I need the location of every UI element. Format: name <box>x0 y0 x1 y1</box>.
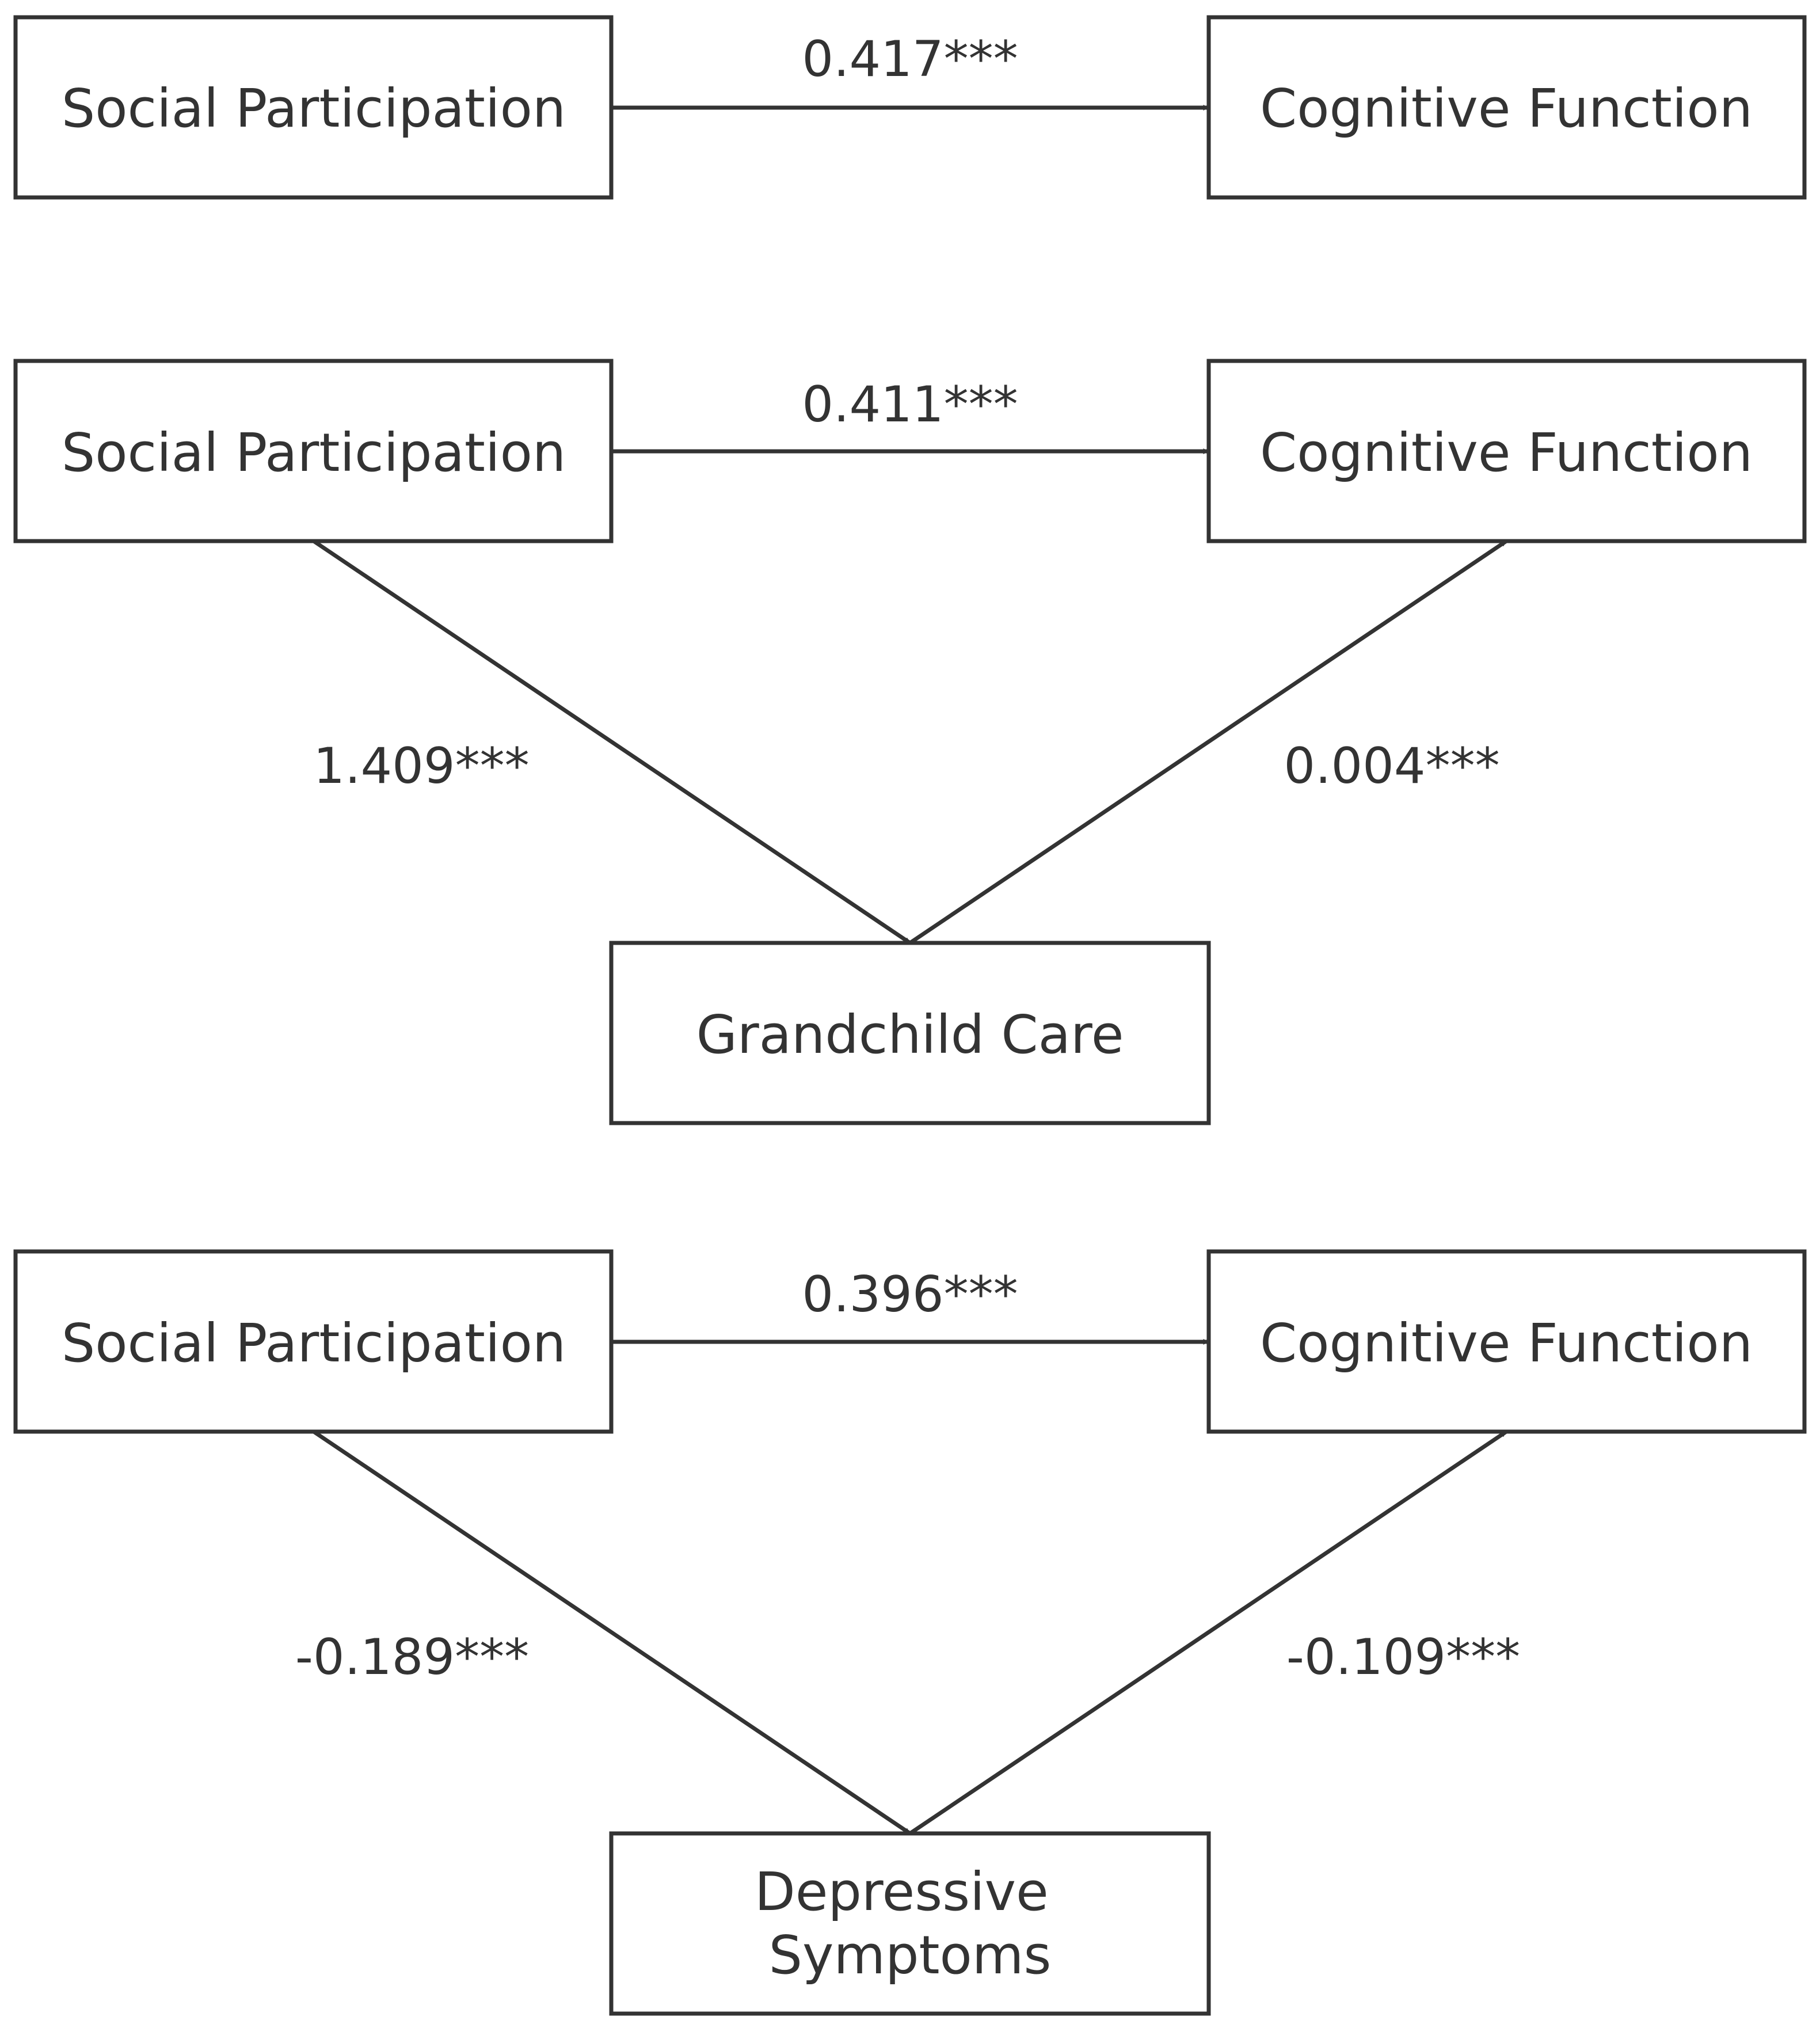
panel-2-grandchild-care-mediation: 0.411*** 1.409*** 0.004*** Social Partic… <box>13 359 1807 1125</box>
panel-2-grandchild-care-box: Grandchild Care <box>609 941 1211 1125</box>
panel-1-cognitive-function-box: Cognitive Function <box>1206 15 1807 200</box>
panel-2-social-participation-box: Social Participation <box>13 359 614 543</box>
panel-3-depressive-symptoms-label: Depressive Symptoms <box>755 1861 1065 1986</box>
panel-3-mediator-to-target-arrow <box>909 1430 1507 1835</box>
panel-2-mediator-to-target-arrow <box>909 539 1507 945</box>
panel-2-social-participation-label: Social Participation <box>62 422 566 484</box>
panel-3-cognitive-function-label: Cognitive Function <box>1260 1312 1753 1374</box>
panel-3-social-participation-label: Social Participation <box>62 1312 566 1374</box>
panel-2-cognitive-function-box: Cognitive Function <box>1206 359 1807 543</box>
panel-3-mediator-to-target-coefficient: -0.109*** <box>1286 1629 1520 1686</box>
panel-1-social-participation-box: Social Participation <box>13 15 614 200</box>
panel-2-cognitive-function-label: Cognitive Function <box>1260 422 1753 484</box>
panel-2-direct-coefficient: 0.411*** <box>802 376 1018 433</box>
panel-3-direct-coefficient: 0.396*** <box>802 1266 1018 1323</box>
panel-1-cognitive-function-label: Cognitive Function <box>1260 78 1753 139</box>
panel-2-source-to-mediator-coefficient: 1.409*** <box>313 737 529 795</box>
panel-2-mediator-to-target-coefficient: 0.004*** <box>1284 737 1499 795</box>
panel-2-grandchild-care-label: Grandchild Care <box>696 1004 1124 1066</box>
panel-3-source-to-mediator-arrow <box>313 1430 911 1835</box>
panel-1-social-participation-label: Social Participation <box>62 78 566 139</box>
panel-3-depressive-symptoms-mediation: 0.396*** -0.189*** -0.109*** Social Part… <box>13 1249 1807 2016</box>
panel-3-cognitive-function-box: Cognitive Function <box>1206 1249 1807 1434</box>
panel-3-depressive-symptoms-line-2: Symptoms <box>769 1924 1052 1986</box>
panel-3-depressive-symptoms-box: Depressive Symptoms <box>609 1831 1211 2016</box>
panel-3-depressive-symptoms-line-1: Depressive <box>755 1861 1049 1923</box>
panel-1-total-effect: 0.417*** Social Participation Cognitive … <box>13 15 1807 200</box>
panel-1-direct-coefficient: 0.417*** <box>802 31 1018 88</box>
panel-3-source-to-mediator-coefficient: -0.189*** <box>295 1629 529 1686</box>
panel-3-social-participation-box: Social Participation <box>13 1249 614 1434</box>
panel-2-source-to-mediator-arrow <box>313 539 911 945</box>
